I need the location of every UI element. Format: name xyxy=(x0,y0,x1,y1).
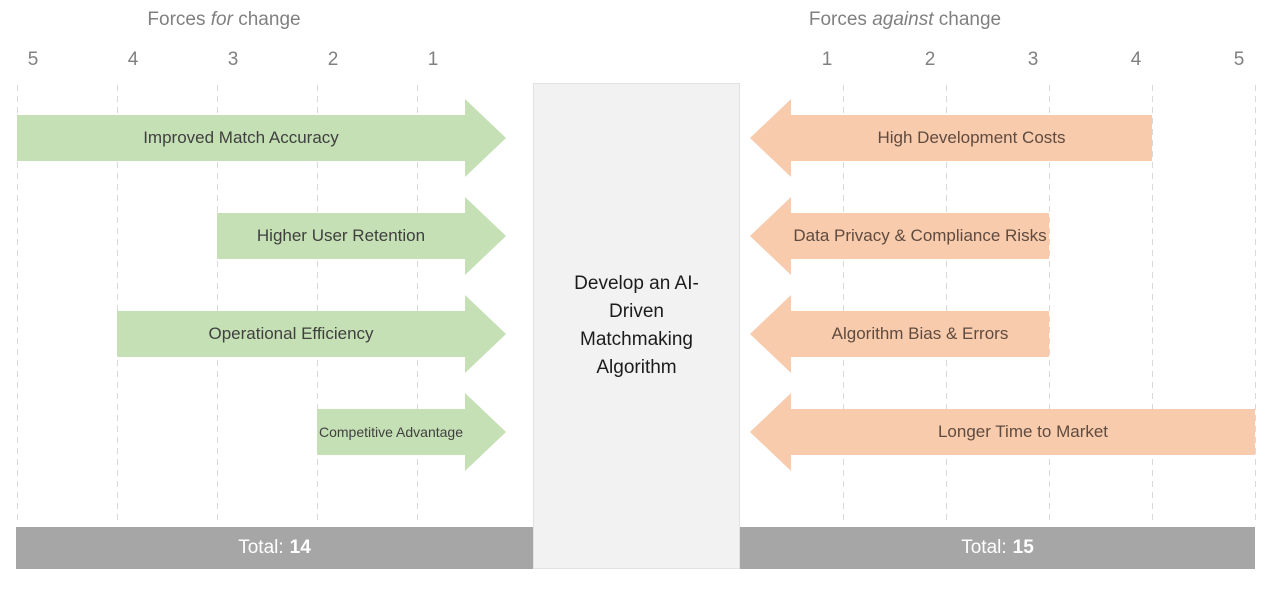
forces-for-title: Forces for change xyxy=(147,9,300,31)
arrow-body: Operational Efficiency xyxy=(117,311,465,357)
gridline xyxy=(217,85,218,525)
force-arrow-label: Data Privacy & Compliance Risks xyxy=(793,226,1047,245)
title-text: change xyxy=(232,9,301,30)
axis-tick-label: 5 xyxy=(1233,49,1245,70)
force-arrow-against: Data Privacy & Compliance Risks xyxy=(750,197,1049,275)
force-arrow-label: Competitive Advantage xyxy=(319,424,463,440)
force-arrow-for: Higher User Retention xyxy=(217,197,506,275)
arrowhead-icon xyxy=(465,295,506,373)
total-bar-against: Total: 15 xyxy=(740,527,1255,569)
total-label: Total: xyxy=(961,537,1007,558)
arrowhead-icon xyxy=(465,393,506,471)
gridline xyxy=(117,85,118,525)
force-arrow-label: Higher User Retention xyxy=(256,226,426,245)
force-arrow-label: High Development Costs xyxy=(877,128,1066,147)
title-text: Forces xyxy=(147,9,211,30)
total-value-against: 15 xyxy=(1012,537,1034,558)
arrowhead-icon xyxy=(750,197,791,275)
gridline xyxy=(1152,85,1153,525)
axis-tick-label: 3 xyxy=(1027,49,1039,70)
total-label: Total: xyxy=(238,537,284,558)
title-text: Forces xyxy=(808,9,873,30)
force-arrow-label: Longer Time to Market xyxy=(937,422,1109,441)
force-arrow-against: Algorithm Bias & Errors xyxy=(750,295,1049,373)
arrow-body: Improved Match Accuracy xyxy=(17,115,465,161)
arrow-body: High Development Costs xyxy=(791,115,1152,161)
title-text-italic: against xyxy=(872,9,934,30)
arrowhead-icon xyxy=(750,295,791,373)
arrow-body: Higher User Retention xyxy=(217,213,465,259)
arrowhead-icon xyxy=(465,99,506,177)
title-text: change xyxy=(933,9,1002,30)
axis-tick-label: 3 xyxy=(227,49,239,70)
force-arrow-for: Improved Match Accuracy xyxy=(17,99,506,177)
forces-against-title: Forces against change xyxy=(809,9,1001,31)
force-arrow-label: Improved Match Accuracy xyxy=(143,128,339,147)
axis-tick-label: 4 xyxy=(1130,49,1142,70)
total-value-for: 14 xyxy=(289,537,311,558)
force-arrow-for: Competitive Advantage xyxy=(317,393,506,471)
total-bar-for: Total: 14 xyxy=(16,527,533,569)
gridline xyxy=(843,85,844,525)
force-arrow-for: Operational Efficiency xyxy=(117,295,506,373)
gridline xyxy=(17,85,18,525)
arrow-body: Longer Time to Market xyxy=(791,409,1255,455)
gridline xyxy=(1049,85,1050,525)
arrowhead-icon xyxy=(465,197,506,275)
arrow-body: Algorithm Bias & Errors xyxy=(791,311,1049,357)
gridline xyxy=(1255,85,1256,525)
force-arrow-label: Algorithm Bias & Errors xyxy=(831,324,1009,343)
arrowhead-icon xyxy=(750,99,791,177)
arrow-body: Data Privacy & Compliance Risks xyxy=(791,213,1049,259)
arrowhead-icon xyxy=(750,393,791,471)
gridline xyxy=(946,85,947,525)
axis-tick-label: 4 xyxy=(127,49,139,70)
force-arrow-against: High Development Costs xyxy=(750,99,1152,177)
arrow-body: Competitive Advantage xyxy=(317,409,465,455)
title-text-italic: for xyxy=(210,9,233,30)
gridline xyxy=(317,85,318,525)
axis-tick-label: 2 xyxy=(924,49,936,70)
axis-tick-label: 1 xyxy=(427,49,439,70)
gridline xyxy=(417,85,418,525)
decision-box: Develop an AI-Driven Matchmaking Algorit… xyxy=(533,83,740,569)
axis-tick-label: 5 xyxy=(27,49,39,70)
axis-tick-label: 2 xyxy=(327,49,339,70)
decision-text: Develop an AI-Driven Matchmaking Algorit… xyxy=(574,273,699,378)
force-arrow-against: Longer Time to Market xyxy=(750,393,1255,471)
force-arrow-label: Operational Efficiency xyxy=(208,324,374,343)
axis-tick-label: 1 xyxy=(821,49,833,70)
